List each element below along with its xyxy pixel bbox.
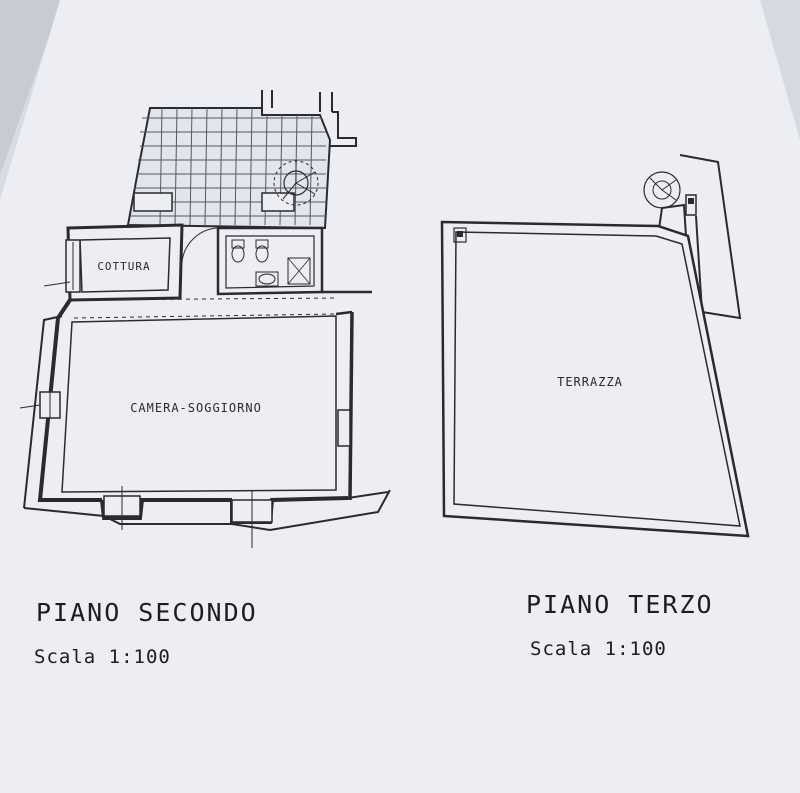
- page-fold-shadow: [0, 0, 62, 175]
- window-icon: [103, 486, 141, 530]
- planter-box: [261, 192, 295, 212]
- room-label-cottura: COTTURA: [97, 260, 150, 273]
- plan-piano-secondo: [19, 90, 391, 548]
- shower-icon: [287, 257, 311, 285]
- plan-title-piano-terzo: PIANO TERZO: [526, 590, 714, 619]
- plan-scale-piano-terzo: Scala 1:100: [530, 638, 667, 660]
- spiral-staircase-icon: [273, 160, 319, 206]
- sink-icon: [255, 271, 279, 287]
- window-icon: [19, 391, 61, 419]
- paper-edge-shadow: [760, 0, 800, 140]
- window-icon: [231, 490, 273, 548]
- room-label-camera-soggiorno: CAMERA-SOGGIORNO: [130, 401, 262, 415]
- plan-piano-terzo: [440, 154, 750, 538]
- tiled-terrace: [126, 107, 332, 230]
- room-label-terrazza: TERRAZZA: [557, 375, 623, 389]
- planter-box: [133, 192, 173, 212]
- plan-scale-piano-secondo: Scala 1:100: [34, 646, 171, 668]
- toilet-icon: [231, 239, 245, 263]
- bidet-icon: [255, 239, 269, 263]
- plan-title-piano-secondo: PIANO SECONDO: [36, 598, 258, 627]
